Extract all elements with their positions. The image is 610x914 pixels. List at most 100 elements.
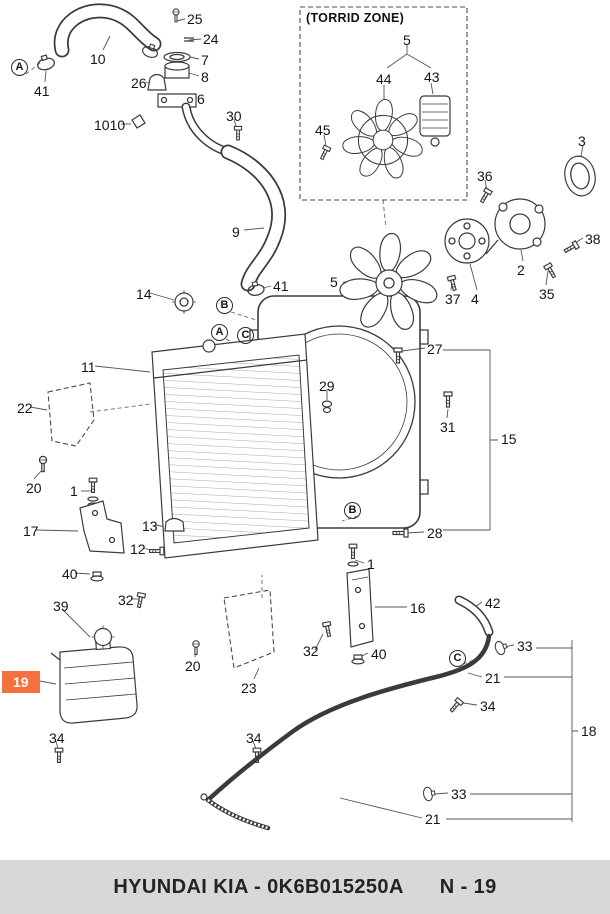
callout-14[interactable]: 14	[136, 286, 152, 302]
callout-32-left[interactable]: 32	[118, 592, 134, 608]
callout-34-left[interactable]: 34	[49, 730, 65, 746]
pump-gasket-illustration	[564, 155, 596, 197]
torrid-zone-box	[299, 6, 468, 201]
callout-3[interactable]: 3	[578, 133, 586, 149]
callout-41-upper[interactable]: 41	[34, 83, 50, 99]
ref-marker-b-2: B	[344, 502, 361, 519]
bolt-32-center-illustration	[321, 620, 334, 638]
torrid-zone-label: (TORRID ZONE)	[306, 11, 405, 25]
callout-5-fan[interactable]: 5	[330, 274, 338, 290]
callout-21-upper[interactable]: 21	[485, 670, 501, 686]
clamp-13-illustration	[164, 517, 185, 532]
ref-marker-a-1: A	[11, 59, 28, 76]
upper-hose-illustration	[34, 3, 162, 73]
callout-33-upper[interactable]: 33	[517, 638, 533, 654]
callout-43[interactable]: 43	[424, 69, 440, 85]
callout-16[interactable]: 16	[410, 600, 426, 616]
nut-40-center-illustration	[351, 654, 365, 665]
callout-12[interactable]: 12	[130, 541, 146, 557]
callout-25[interactable]: 25	[187, 11, 203, 27]
callout-13[interactable]: 13	[142, 518, 158, 534]
bolt-28-illustration	[392, 528, 409, 538]
cooling-fan-illustration	[337, 232, 440, 334]
callout-36[interactable]: 36	[477, 168, 493, 184]
ref-marker-c-2: C	[449, 650, 466, 667]
callout-8[interactable]: 8	[201, 69, 209, 85]
ref-marker-b-1: B	[216, 297, 233, 314]
callout-17[interactable]: 17	[23, 523, 39, 539]
callout-11[interactable]: 11	[81, 359, 96, 375]
ref-marker-a-2: A	[211, 324, 228, 341]
part-19-selected[interactable]: 19	[2, 671, 40, 693]
callout-35[interactable]: 35	[539, 286, 555, 302]
callout-40-left[interactable]: 40	[62, 566, 78, 582]
screw-20-left-illustration	[38, 455, 48, 473]
callout-27[interactable]: 27	[427, 341, 443, 357]
bracket-15-line	[443, 349, 498, 531]
callout-20-left[interactable]: 20	[26, 480, 42, 496]
callout-10[interactable]: 10	[90, 51, 106, 67]
callout-37[interactable]: 37	[445, 291, 461, 307]
callout-15[interactable]: 15	[501, 431, 517, 447]
callout-34-center[interactable]: 34	[246, 730, 262, 746]
bolt-27-illustration	[393, 347, 403, 364]
callout-1-left[interactable]: 1	[70, 483, 78, 499]
plate-23-outline	[223, 589, 275, 669]
callout-28[interactable]: 28	[427, 525, 443, 541]
callout-31[interactable]: 31	[440, 419, 456, 435]
callout-30[interactable]: 30	[226, 108, 242, 124]
plate-22-outline	[47, 382, 95, 447]
callout-41-lower[interactable]: 41	[273, 278, 289, 294]
callout-20-center[interactable]: 20	[185, 658, 201, 674]
footer-page-ref: N - 19	[439, 875, 497, 898]
callout-7[interactable]: 7	[201, 52, 209, 68]
callout-9[interactable]: 9	[232, 224, 240, 240]
reservoir-tank-illustration	[50, 625, 138, 724]
callout-6[interactable]: 6	[197, 91, 205, 107]
pump-pulley-illustration	[444, 218, 490, 264]
bolt-34-left-illustration	[54, 747, 64, 764]
callout-32-center[interactable]: 32	[303, 643, 319, 659]
bolt-34-right-illustration	[447, 697, 464, 715]
fan-clutch-illustration	[419, 95, 451, 147]
bolt-45-illustration	[318, 144, 332, 162]
ref-marker-c-1: C	[237, 327, 254, 344]
footer-bar: HYUNDAI KIA - 0K6B015250A N - 19	[0, 860, 610, 914]
callout-29[interactable]: 29	[319, 378, 335, 394]
callout-18[interactable]: 18	[581, 723, 597, 739]
parts-diagram-art	[25, 3, 596, 831]
water-pump-illustration	[485, 198, 546, 255]
callout-5-zone[interactable]: 5	[403, 32, 411, 48]
callout-45[interactable]: 45	[315, 122, 331, 138]
callout-1-right[interactable]: 1	[367, 556, 375, 572]
bolt-12-illustration	[148, 546, 165, 556]
callout-23[interactable]: 23	[241, 680, 257, 696]
footer-brand-part-number: HYUNDAI KIA - 0K6B015250A	[113, 875, 404, 898]
bolt-36-illustration	[477, 187, 493, 205]
bolt-35-illustration	[543, 262, 559, 280]
callout-34-right[interactable]: 34	[480, 698, 496, 714]
callout-38[interactable]: 38	[585, 231, 601, 247]
callout-26[interactable]: 26	[131, 75, 147, 91]
callout-39[interactable]: 39	[53, 598, 69, 614]
bracket-17-illustration	[79, 500, 125, 554]
callout-1010[interactable]: 1010	[94, 117, 126, 133]
callout-21-lower[interactable]: 21	[425, 811, 441, 827]
bolt-32-left-illustration	[134, 591, 147, 609]
bracket-18-line	[446, 640, 578, 822]
callout-33-lower[interactable]: 33	[451, 786, 467, 802]
bolt-1-right-illustration	[347, 543, 359, 567]
callout-44[interactable]: 44	[376, 71, 392, 87]
screw-20-center-illustration	[192, 640, 200, 655]
callout-24[interactable]: 24	[203, 31, 219, 47]
callout-22[interactable]: 22	[17, 400, 33, 416]
callout-4[interactable]: 4	[471, 291, 479, 307]
callout-42[interactable]: 42	[485, 595, 501, 611]
radiator-illustration	[151, 290, 319, 559]
bracket-16-illustration	[346, 568, 374, 648]
nut-40-left-illustration	[90, 571, 104, 582]
bolt-37-illustration	[446, 274, 459, 292]
callout-40-center[interactable]: 40	[371, 646, 387, 662]
callout-2[interactable]: 2	[517, 262, 525, 278]
